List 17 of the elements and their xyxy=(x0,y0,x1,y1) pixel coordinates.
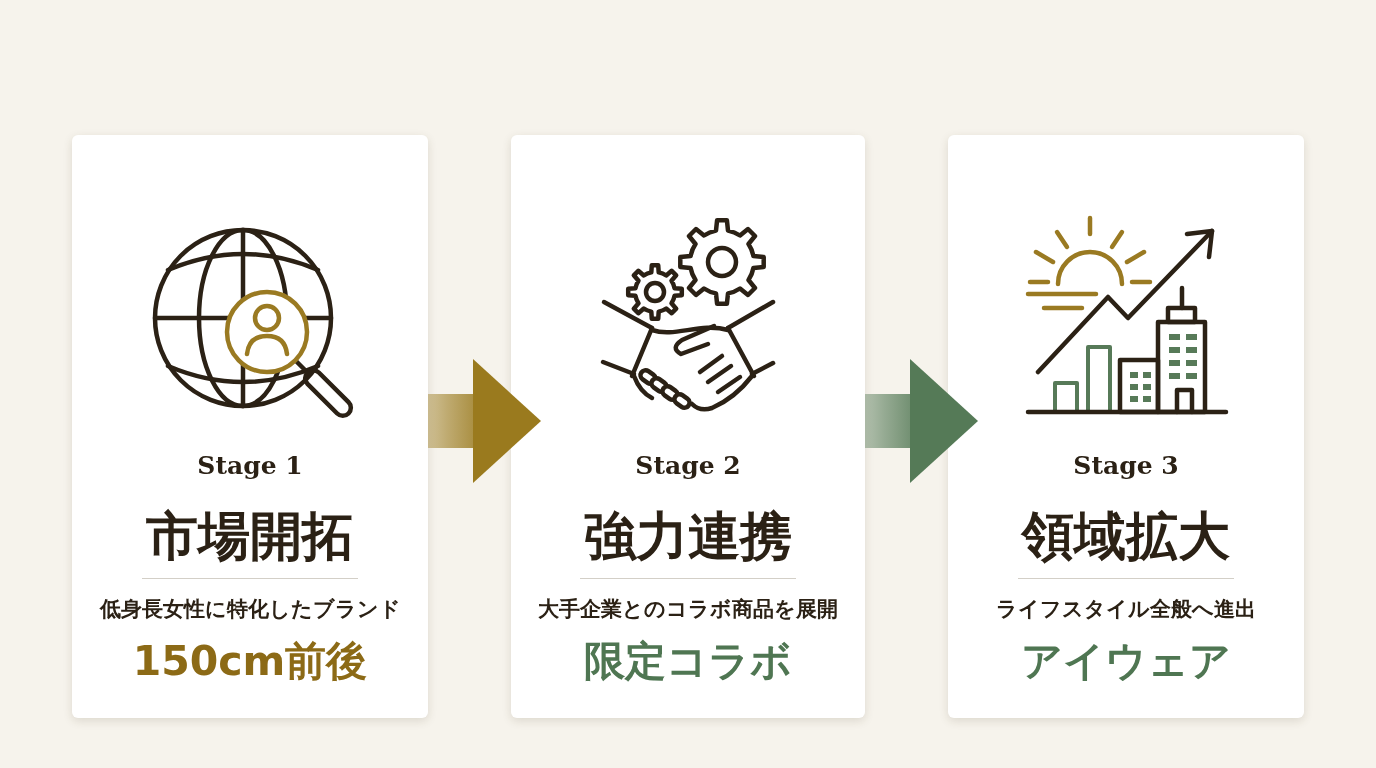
stage-label: Stage 1 xyxy=(197,451,303,481)
stage-card xyxy=(72,135,428,718)
stage-label: Stage 2 xyxy=(635,451,741,481)
stage-description: ライフスタイル全般へ進出 xyxy=(996,596,1256,622)
stage-card xyxy=(511,135,865,718)
stage-label: Stage 3 xyxy=(1073,451,1179,481)
stage-description: 大手企業とのコラボ商品を展開 xyxy=(538,596,838,622)
block-arrow xyxy=(428,359,541,483)
stage-title: 強力連携 xyxy=(584,506,792,566)
stage-highlight: アイウェア xyxy=(1021,637,1231,686)
stage-card xyxy=(948,135,1304,718)
stage-description: 低身長女性に特化したブランド xyxy=(99,596,401,622)
block-arrow xyxy=(865,359,978,483)
stage-highlight: 限定コラボ xyxy=(584,637,792,686)
stage-title: 市場開拓 xyxy=(146,506,354,566)
stage-highlight: 150cm前後 xyxy=(132,637,368,686)
stage-title: 領域拡大 xyxy=(1022,506,1230,566)
